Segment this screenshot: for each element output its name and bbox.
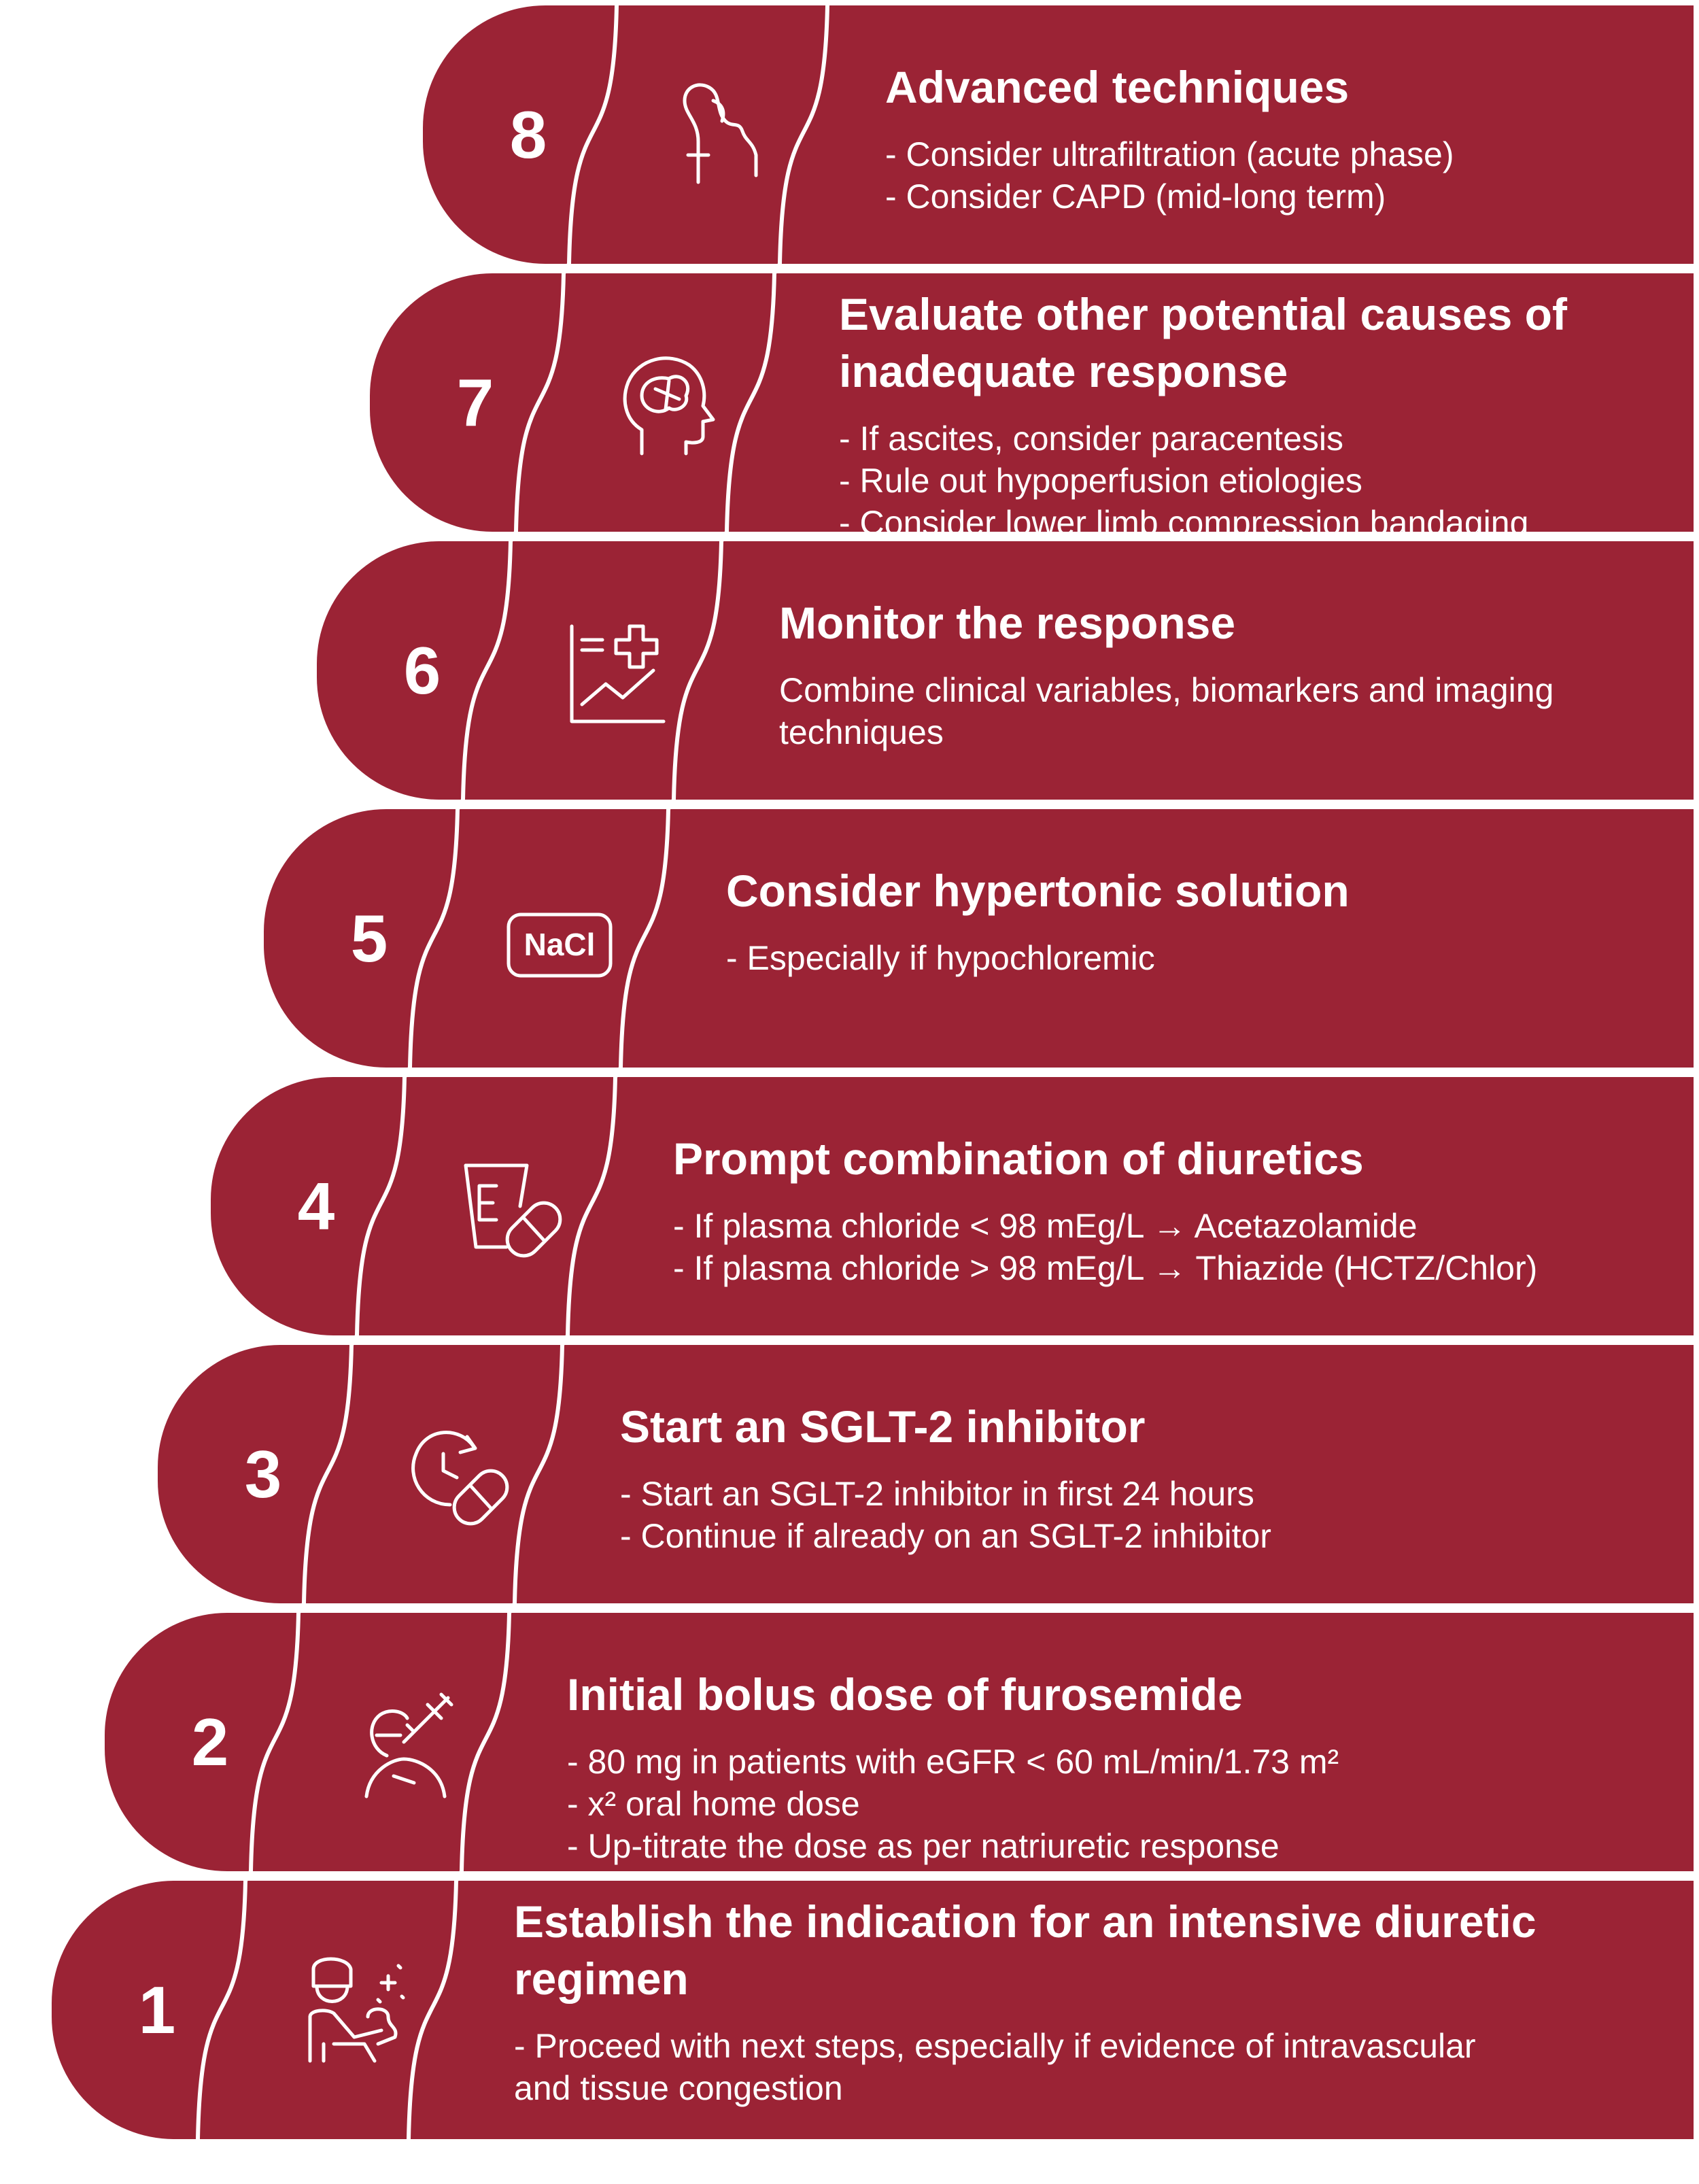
step-detail-line: - Consider CAPD (mid-long term) — [885, 177, 1386, 216]
step-detail-line: Combine clinical variables, biomarkers a… — [779, 671, 1554, 709]
step-detail-line: - 80 mg in patients with eGFR < 60 mL/mi… — [567, 1743, 1339, 1781]
step-1: 1 Establish the indication for an intensi… — [52, 1881, 1694, 2139]
step-details: - Proceed with next steps, especially if… — [514, 2025, 1660, 2109]
step-detail-line: - Proceed with next steps, especially if… — [514, 2027, 1476, 2065]
step-5: 5 NaCl Consider hypertonic solution - Espec… — [264, 809, 1694, 1068]
step-details: - 80 mg in patients with eGFR < 60 mL/mi… — [567, 1741, 1660, 1867]
step-title: Evaluate other potential causes of inade… — [839, 289, 1567, 396]
medical-chart-icon — [504, 541, 721, 800]
step-8: 8 Advanced techniques - Consider ultrafilt… — [423, 5, 1694, 264]
step-text: Evaluate other potential causes of inade… — [839, 273, 1660, 532]
step-title: Establish the indication for an intensiv… — [514, 1896, 1537, 2004]
step-detail-line: - Rule out hypoperfusion etiologies — [839, 462, 1362, 500]
step-details: - If ascites, consider paracentesis - Rul… — [839, 417, 1660, 532]
step-text: Advanced techniques - Consider ultrafiltr… — [885, 5, 1660, 264]
step-text: Start an SGLT-2 inhibitor - Start an SGLT… — [620, 1345, 1660, 1603]
step-detail-line: techniques — [779, 713, 944, 751]
step-detail-line: - If plasma chloride > 98 mEg/L → Thiazi… — [673, 1249, 1538, 1287]
step-detail-line: and tissue congestion — [514, 2069, 843, 2107]
step-details: - Especially if hypochloremic — [726, 937, 1660, 979]
step-title: Start an SGLT-2 inhibitor — [620, 1401, 1146, 1452]
step-detail-line: - Consider lower limb compression bandag… — [839, 504, 1529, 532]
step-text: Establish the indication for an intensiv… — [514, 1881, 1660, 2139]
step-detail-line: - Start an SGLT-2 inhibitor in first 24 … — [620, 1475, 1254, 1513]
head-brain-icon — [557, 273, 774, 532]
step-detail-line: - Continue if already on an SGLT-2 inhib… — [620, 1517, 1271, 1555]
step-number: 8 — [509, 97, 547, 172]
step-7: 7 Evaluate other potential causes of inad… — [370, 273, 1694, 532]
step-number: 5 — [350, 900, 388, 976]
catheter-icon — [610, 5, 827, 264]
step-text: Prompt combination of diuretics - If plas… — [673, 1077, 1660, 1335]
doctor-patient-icon — [239, 1881, 456, 2139]
nacl-icon: NaCl — [451, 809, 668, 1068]
step-4: 4 Prompt combination of diuretics - If pla… — [211, 1077, 1694, 1335]
step-details: - Start an SGLT-2 inhibitor in first 24 … — [620, 1473, 1660, 1557]
step-title: Advanced techniques — [885, 62, 1350, 112]
step-number: 3 — [244, 1436, 282, 1512]
step-2: 2 Initial bolus dose of furosemide - 80 mg… — [105, 1613, 1694, 1871]
step-detail-line: - If plasma chloride < 98 mEg/L → Acetaz… — [673, 1207, 1418, 1245]
step-details: - Consider ultrafiltration (acute phase)… — [885, 133, 1660, 218]
step-detail-line: - Especially if hypochloremic — [726, 939, 1155, 977]
step-text: Initial bolus dose of furosemide - 80 mg … — [567, 1613, 1660, 1871]
step-text: Consider hypertonic solution - Especially… — [726, 809, 1660, 1068]
step-detail-line: - Up-titrate the dose as per natriuretic… — [567, 1827, 1280, 1865]
patient-injection-icon — [292, 1613, 509, 1871]
step-title: Prompt combination of diuretics — [673, 1133, 1364, 1184]
step-details: Combine clinical variables, biomarkers a… — [779, 669, 1660, 753]
step-detail-line: - x² oral home dose — [567, 1785, 860, 1823]
nacl-label: NaCl — [524, 927, 596, 962]
cup-pill-icon — [398, 1077, 615, 1335]
step-detail-line: - If ascites, consider paracentesis — [839, 420, 1343, 458]
step-3: 3 Start an SGLT-2 inhibitor - Start an SGL… — [158, 1345, 1694, 1603]
clock-pill-icon — [345, 1345, 562, 1603]
step-number: 6 — [403, 632, 441, 708]
step-detail-line: - Consider ultrafiltration (acute phase) — [885, 135, 1454, 173]
step-number: 4 — [297, 1168, 335, 1244]
step-number: 1 — [138, 1972, 176, 2047]
step-title: Consider hypertonic solution — [726, 866, 1350, 916]
step-number: 2 — [191, 1704, 229, 1779]
step-title: Initial bolus dose of furosemide — [567, 1669, 1243, 1720]
step-details: - If plasma chloride < 98 mEg/L → Acetaz… — [673, 1205, 1660, 1289]
step-number: 7 — [456, 364, 494, 440]
step-title: Monitor the response — [779, 598, 1236, 648]
